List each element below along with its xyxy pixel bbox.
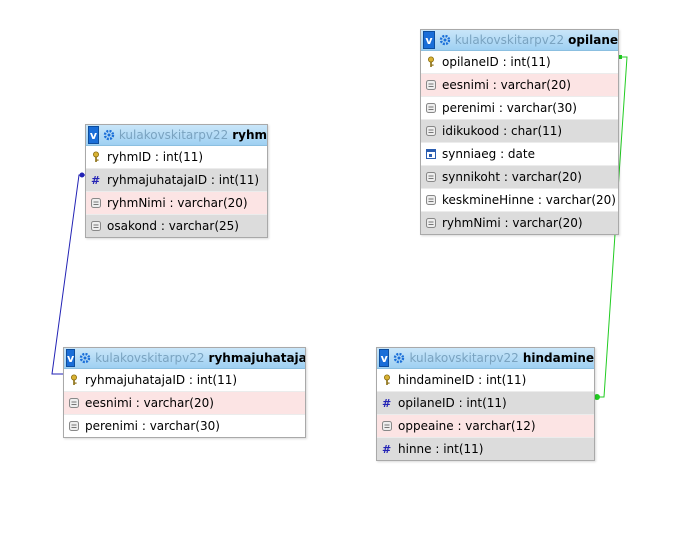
table-ryhmajuhataja[interactable]: v kulakovskitarpv22 ryhmajuhataja ryhmaj… [63,347,306,438]
column-row[interactable]: ryhmID : int(11) [86,146,267,168]
column-row[interactable]: oppeaine : varchar(12) [377,414,594,437]
svg-text:#: # [91,175,100,185]
column-list: opilaneID : int(11) eesnimi : varchar(20… [421,51,618,234]
column-label: ryhmNimi : varchar(20) [442,216,583,230]
text-icon [425,102,437,114]
toggle-button[interactable]: v [423,31,435,49]
key-icon [381,374,393,386]
column-row[interactable]: eesnimi : varchar(20) [421,73,618,96]
column-row[interactable]: osakond : varchar(25) [86,214,267,237]
column-label: synniaeg : date [442,147,535,161]
key-icon [68,374,80,386]
number-icon: # [381,397,393,409]
column-row[interactable]: idikukood : char(11) [421,119,618,142]
text-icon [68,397,80,409]
table-hindamine[interactable]: v kulakovskitarpv22 hindamine hindamineI… [376,347,595,461]
text-icon [90,220,102,232]
column-list: hindamineID : int(11) # opilaneID : int(… [377,369,594,460]
column-row[interactable]: # ryhmajuhatajaID : int(11) [86,168,267,191]
database-name: kulakovskitarpv22 [409,351,519,365]
column-list: ryhmID : int(11) # ryhmajuhatajaID : int… [86,146,267,237]
table-header[interactable]: v kulakovskitarpv22 hindamine [377,348,594,369]
column-label: ryhmajuhatajaID : int(11) [107,173,260,187]
key-icon [425,56,437,68]
column-label: perenimi : varchar(30) [442,101,577,115]
column-label: eesnimi : varchar(20) [85,396,214,410]
column-row[interactable]: opilaneID : int(11) [421,51,618,73]
column-row[interactable]: # opilaneID : int(11) [377,391,594,414]
text-icon [425,171,437,183]
column-label: hinne : int(11) [398,442,484,456]
relation-endpoint [79,172,85,178]
column-label: ryhmID : int(11) [107,150,204,164]
gear-icon[interactable] [79,351,91,365]
toggle-button[interactable]: v [66,349,76,367]
column-label: hindamineID : int(11) [398,373,527,387]
table-ryhm[interactable]: v kulakovskitarpv22 ryhm ryhmID : int(11… [85,124,268,238]
table-header[interactable]: v kulakovskitarpv22 ryhmajuhataja [64,348,305,369]
toggle-button[interactable]: v [379,349,390,367]
column-row[interactable]: ryhmNimi : varchar(20) [421,211,618,234]
column-label: ryhmNimi : varchar(20) [107,196,248,210]
column-label: ryhmajuhatajaID : int(11) [85,373,238,387]
column-row[interactable]: synniaeg : date [421,142,618,165]
table-name: hindamine [522,351,594,365]
column-label: eesnimi : varchar(20) [442,78,571,92]
svg-text:#: # [382,398,391,408]
number-icon: # [90,174,102,186]
column-row[interactable]: hindamineID : int(11) [377,369,594,391]
table-header[interactable]: v kulakovskitarpv22 ryhm [86,125,267,146]
column-row[interactable]: eesnimi : varchar(20) [64,391,305,414]
number-icon: # [381,443,393,455]
column-row[interactable]: ryhmajuhatajaID : int(11) [64,369,305,391]
gear-icon[interactable] [393,351,405,365]
key-icon [90,151,102,163]
relation-ryhm-ryhmajuhataja [51,174,85,375]
table-name: ryhm [232,128,267,142]
column-row[interactable]: synnikoht : varchar(20) [421,165,618,188]
text-icon [425,125,437,137]
text-icon [68,420,80,432]
database-name: kulakovskitarpv22 [95,351,205,365]
column-label: synnikoht : varchar(20) [442,170,582,184]
column-label: oppeaine : varchar(12) [398,419,536,433]
column-label: opilaneID : int(11) [442,55,551,69]
column-label: idikukood : char(11) [442,124,563,138]
database-name: kulakovskitarpv22 [454,33,565,47]
relation-endpoint [618,55,622,59]
text-icon [425,79,437,91]
text-icon [381,420,393,432]
table-opilane[interactable]: v kulakovskitarpv22 opilane opilaneID : … [420,29,619,235]
gear-icon[interactable] [439,33,451,47]
column-row[interactable]: perenimi : varchar(30) [64,414,305,437]
table-name: ryhmajuhataja [208,351,305,365]
column-label: osakond : varchar(25) [107,219,239,233]
column-row[interactable]: # hinne : int(11) [377,437,594,460]
column-label: opilaneID : int(11) [398,396,507,410]
column-label: keskmineHinne : varchar(20) [442,193,616,207]
toggle-button[interactable]: v [88,126,99,144]
svg-text:#: # [382,444,391,454]
column-row[interactable]: keskmineHinne : varchar(20) [421,188,618,211]
column-row[interactable]: ryhmNimi : varchar(20) [86,191,267,214]
table-header[interactable]: v kulakovskitarpv22 opilane [421,30,618,51]
database-name: kulakovskitarpv22 [118,128,229,142]
text-icon [425,194,437,206]
column-list: ryhmajuhatajaID : int(11) eesnimi : varc… [64,369,305,437]
relation-endpoint [594,394,600,400]
column-row[interactable]: perenimi : varchar(30) [421,96,618,119]
date-icon [425,148,437,160]
table-name: opilane [568,33,618,47]
text-icon [90,197,102,209]
column-label: perenimi : varchar(30) [85,419,220,433]
text-icon [425,217,437,229]
gear-icon[interactable] [103,128,115,142]
